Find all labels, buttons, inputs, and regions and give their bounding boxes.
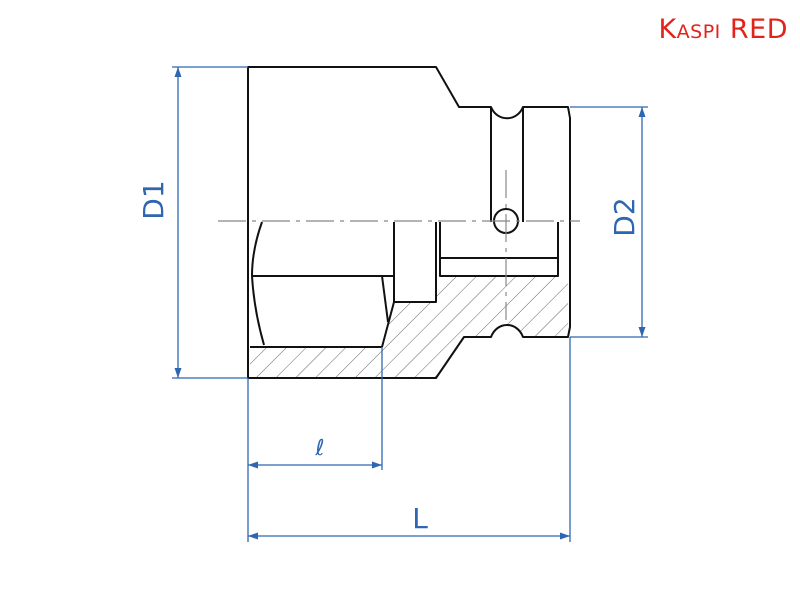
hatched-section [250,276,568,378]
centerlines [218,170,580,320]
D2-label: D2 [608,197,641,236]
brand-logo: Kaspi RED [658,14,788,45]
brand-suffix: RED [729,14,788,45]
D1-label: D1 [137,180,170,219]
l-label: ℓ [314,436,324,461]
dimension-lines [172,66,648,542]
socket-outline [247,66,571,379]
L-label: L [412,502,428,535]
brand-name: Kaspi [658,14,721,45]
